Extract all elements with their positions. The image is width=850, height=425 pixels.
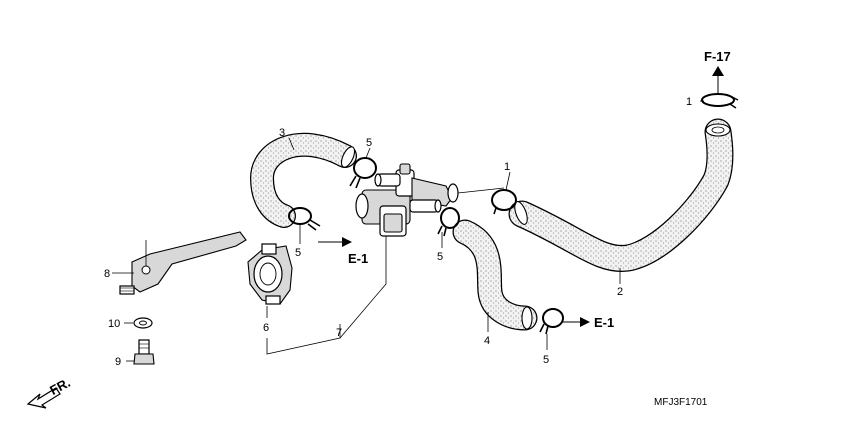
callout-3: 3 — [279, 127, 285, 139]
callout-1-middle: 1 — [504, 161, 510, 173]
f17-arrow — [712, 66, 724, 94]
callout-5-middle: 5 — [437, 251, 443, 263]
hose-2 — [508, 118, 734, 272]
front-direction-arrow — [26, 387, 61, 409]
clamp-5-right — [539, 308, 564, 335]
air-injection-valve — [355, 163, 459, 237]
callout-1-top: 1 — [686, 96, 692, 108]
callout-6: 6 — [263, 322, 269, 334]
hose-3 — [250, 132, 357, 228]
callout-2: 2 — [617, 286, 623, 298]
washer-10 — [133, 317, 153, 329]
callout-5-right: 5 — [543, 354, 549, 366]
bolt-9 — [133, 339, 155, 365]
callout-4: 4 — [484, 335, 490, 347]
clamp-5-middle — [437, 207, 460, 237]
ref-e1-left: E-1 — [348, 251, 368, 266]
e1-left-arrow — [318, 237, 352, 247]
leader-lines — [112, 100, 704, 362]
clamp-5-top — [349, 157, 377, 189]
callout-9: 9 — [115, 356, 121, 368]
ref-f17: F-17 — [704, 49, 731, 64]
callout-5-left: 5 — [295, 247, 301, 259]
bracket-8 — [119, 231, 247, 295]
callout-8: 8 — [104, 268, 110, 280]
diagram-code: MFJ3F1701 — [654, 397, 708, 408]
clamp-1-top — [701, 93, 739, 109]
callout-5-top: 5 — [366, 137, 372, 149]
callout-7: 7 — [336, 327, 342, 339]
clamp-1-middle — [491, 189, 517, 215]
ref-e1-right: E-1 — [594, 315, 614, 330]
callout-10: 10 — [108, 318, 120, 330]
e1-right-arrow — [562, 317, 590, 327]
hose-4 — [452, 219, 538, 331]
rubber-mount-6 — [247, 243, 293, 305]
